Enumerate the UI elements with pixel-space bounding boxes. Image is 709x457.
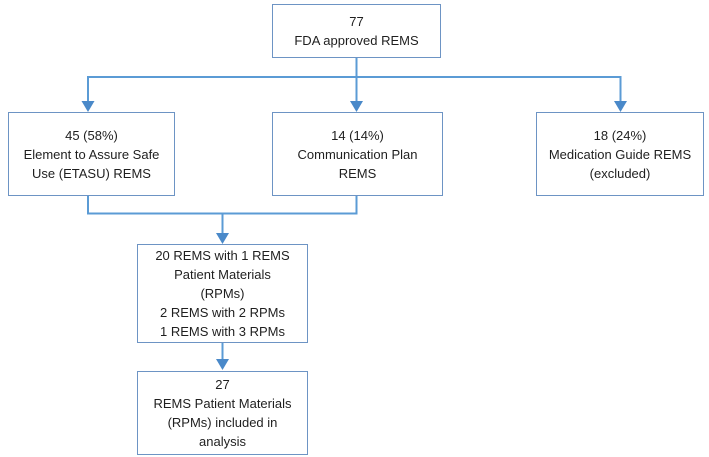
node-etasu-rems-label: 45 (58%) Element to Assure Safe Use (ETA… (23, 127, 160, 181)
node-rpm-counts-label: 20 REMS with 1 REMS Patient Materials (R… (155, 248, 290, 339)
node-rpm-total-included-label: 27 REMS Patient Materials (RPMs) include… (153, 377, 292, 449)
arrowhead-comm-plan (350, 101, 363, 112)
node-communication-plan-rems: 14 (14%) Communication Plan REMS (272, 112, 443, 196)
node-fda-approved-rems-label: 77 FDA approved REMS (294, 14, 419, 48)
arrowhead-rpm-total (216, 359, 229, 370)
node-rpm-total-included: 27 REMS Patient Materials (RPMs) include… (137, 371, 308, 455)
edge-merge-bar (87, 196, 358, 215)
arrowhead-etasu (81, 101, 95, 112)
node-fda-approved-rems: 77 FDA approved REMS (272, 4, 441, 58)
arrowhead-rpm-counts (216, 233, 229, 244)
node-communication-plan-rems-label: 14 (14%) Communication Plan REMS (297, 127, 418, 181)
node-etasu-rems: 45 (58%) Element to Assure Safe Use (ETA… (8, 112, 175, 196)
node-medication-guide-rems-label: 18 (24%) Medication Guide REMS (excluded… (548, 127, 692, 181)
arrowhead-med-guide (614, 101, 627, 112)
edge-split-bar (87, 76, 622, 104)
node-medication-guide-rems: 18 (24%) Medication Guide REMS (excluded… (536, 112, 704, 196)
node-rpm-counts: 20 REMS with 1 REMS Patient Materials (R… (137, 244, 308, 343)
